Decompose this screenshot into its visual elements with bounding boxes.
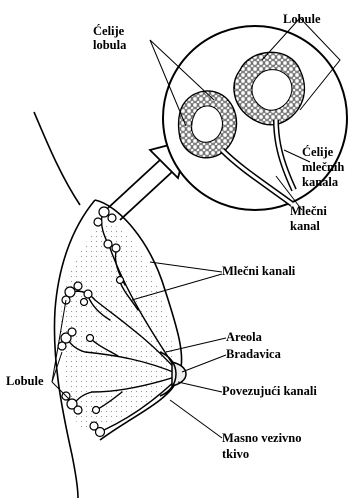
label-celije-lobula: Ćelije lobula: [93, 24, 126, 52]
label-areola: Areola: [226, 330, 262, 344]
label-bradavica: Bradavica: [226, 347, 281, 361]
label-celije-mlecnih-kanala: Ćelije mlečnih kanala: [302, 145, 344, 190]
label-lobule-top: Lobule: [283, 12, 321, 26]
label-masno-vezivno-tkivo: Masno vezivno tkivo: [222, 430, 302, 462]
label-lobule-left: Lobule: [6, 374, 44, 388]
label-mlecni-kanal: Mlečni kanal: [290, 204, 327, 234]
label-povezujuci-kanali: Povezujući kanali: [222, 384, 317, 398]
label-mlecni-kanali: Mlečni kanali: [222, 264, 295, 278]
